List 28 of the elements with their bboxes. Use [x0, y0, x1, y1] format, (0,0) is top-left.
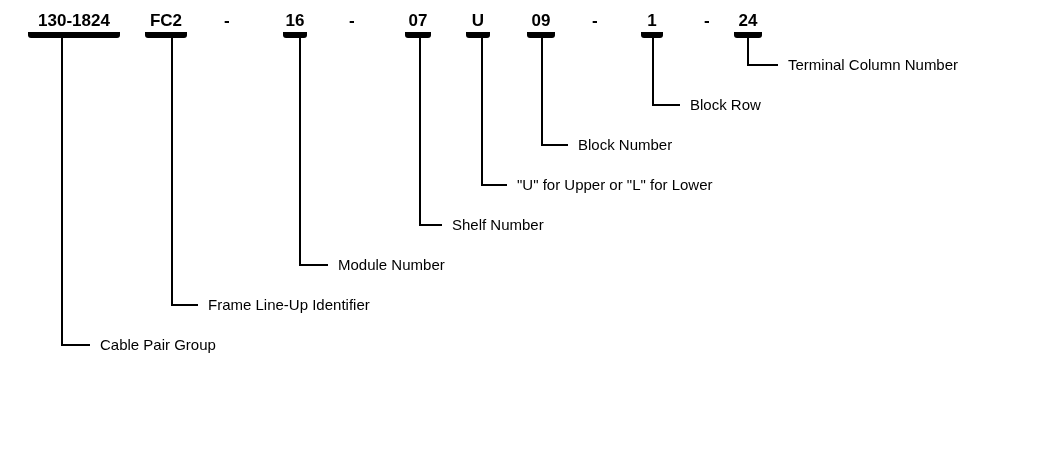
- field-description: Terminal Column Number: [778, 56, 959, 74]
- field-description: Frame Line-Up Identifier: [198, 296, 370, 314]
- code-segment: 1: [641, 10, 663, 38]
- separator-dash: -: [224, 10, 230, 32]
- field-description: Block Row: [680, 96, 761, 114]
- code-segment: U: [466, 10, 490, 38]
- code-segment: 09: [527, 10, 555, 38]
- code-segment: 16: [283, 10, 307, 38]
- code-segment: FC2: [145, 10, 187, 38]
- separator-dash: -: [704, 10, 710, 32]
- field-description: Cable Pair Group: [90, 336, 216, 354]
- code-segment: 130-1824: [28, 10, 120, 38]
- field-description: Shelf Number: [442, 216, 544, 234]
- leader-line: [61, 37, 91, 346]
- separator-dash: -: [592, 10, 598, 32]
- leader-line: [747, 37, 779, 66]
- leader-line: [171, 37, 199, 306]
- field-description: Block Number: [568, 136, 673, 154]
- field-description: Module Number: [328, 256, 445, 274]
- leader-line: [481, 37, 508, 186]
- code-segment: 07: [405, 10, 431, 38]
- separator-dash: -: [349, 10, 355, 32]
- code-segment: 24: [734, 10, 762, 38]
- leader-line: [541, 37, 569, 146]
- leader-line: [299, 37, 329, 266]
- field-description: "U" for Upper or "L" for Lower: [507, 176, 713, 194]
- leader-line: [652, 37, 681, 106]
- leader-line: [419, 37, 443, 226]
